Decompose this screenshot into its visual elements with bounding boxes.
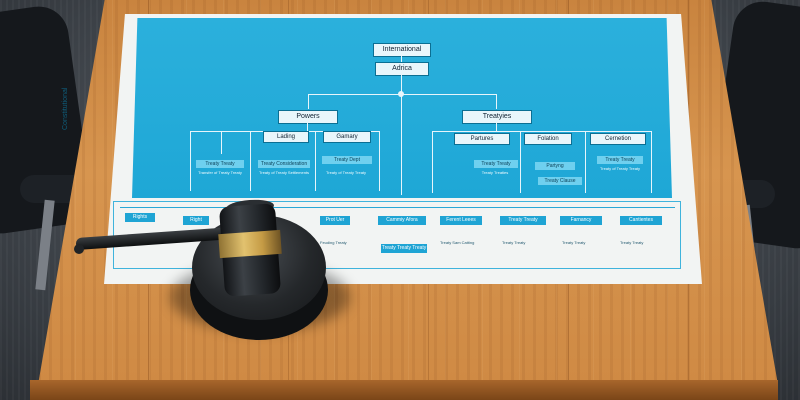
node-adrica: Adrica bbox=[375, 62, 429, 76]
node-international: International bbox=[373, 43, 431, 57]
row-item-label: Right bbox=[183, 216, 209, 225]
row-item-label: Farnancy bbox=[560, 216, 602, 225]
child-text: Treaty of Treaty Settlements bbox=[258, 170, 310, 175]
row-item-label: Rights bbox=[125, 213, 155, 222]
connector-line bbox=[496, 94, 497, 109]
row-item-text: Treaty Sam Catting bbox=[440, 240, 475, 245]
child-text: Treaty of Treaty Treaty bbox=[599, 166, 641, 171]
connector-line bbox=[496, 123, 497, 131]
connector-line bbox=[401, 56, 402, 63]
row-item-label: Ferent Leees bbox=[440, 216, 482, 225]
node-folation: Folation bbox=[524, 133, 572, 145]
node-powers: Powers bbox=[278, 110, 338, 124]
child-text: Treaty Clause bbox=[538, 177, 582, 185]
group-frame-side bbox=[432, 131, 433, 193]
node-lading: Lading bbox=[263, 131, 309, 143]
side-label: Constitutional bbox=[62, 87, 69, 130]
table-edge bbox=[30, 380, 778, 400]
row-item-text: Treaty Treaty bbox=[620, 240, 644, 245]
node-gamary: Gamary bbox=[323, 131, 371, 143]
row-item-label: Treaty Treaty bbox=[500, 216, 546, 225]
group-frame-side bbox=[520, 131, 521, 193]
row-item-label: Cantientes bbox=[620, 216, 662, 225]
connector-line bbox=[221, 132, 222, 154]
child-text: Transfer of Treaty Treaty bbox=[198, 170, 242, 175]
bottom-row-line bbox=[120, 207, 675, 208]
connector-horizontal bbox=[308, 94, 496, 95]
child-text: Treaty Treaties bbox=[481, 170, 509, 175]
row-item-text: Treaty Treaty bbox=[562, 240, 586, 245]
node-treatyies: Treatyies bbox=[462, 110, 532, 124]
group-frame-side bbox=[379, 131, 380, 191]
node-cernetion: Cernetion bbox=[590, 133, 646, 145]
child-box: Treaty Treaty bbox=[196, 160, 244, 168]
row-item-text: Treaty Treaty bbox=[502, 240, 526, 245]
child-box: Treaty Dept bbox=[322, 156, 372, 164]
connector-line bbox=[308, 94, 309, 109]
group-frame-side bbox=[190, 131, 191, 191]
child-box: Treaty Consideration bbox=[258, 160, 310, 168]
child-text: Treaty of Treaty Treaty bbox=[325, 170, 367, 175]
group-frame-side bbox=[585, 131, 586, 193]
connector-trunk bbox=[401, 75, 402, 195]
gavel-gold-band bbox=[218, 229, 282, 259]
child-box: Partyng bbox=[535, 162, 575, 170]
group-frame-side bbox=[315, 131, 316, 191]
group-frame-top bbox=[432, 131, 652, 132]
group-frame-side bbox=[651, 131, 652, 193]
row-item-text: Feuding Treaty bbox=[320, 240, 347, 245]
row-item-label: Prot Uer bbox=[320, 216, 350, 225]
child-box: Treaty Treaty bbox=[474, 160, 518, 168]
child-box: Treaty Treaty bbox=[597, 156, 643, 164]
connector-line bbox=[307, 123, 308, 131]
gavel-handle-end bbox=[74, 244, 84, 254]
row-item-text: Treaty Treaty Treaty bbox=[381, 244, 427, 253]
node-partures: Partures bbox=[454, 133, 510, 145]
group-frame-side bbox=[250, 131, 251, 191]
row-item-label: Cammiy Afora bbox=[378, 216, 426, 225]
